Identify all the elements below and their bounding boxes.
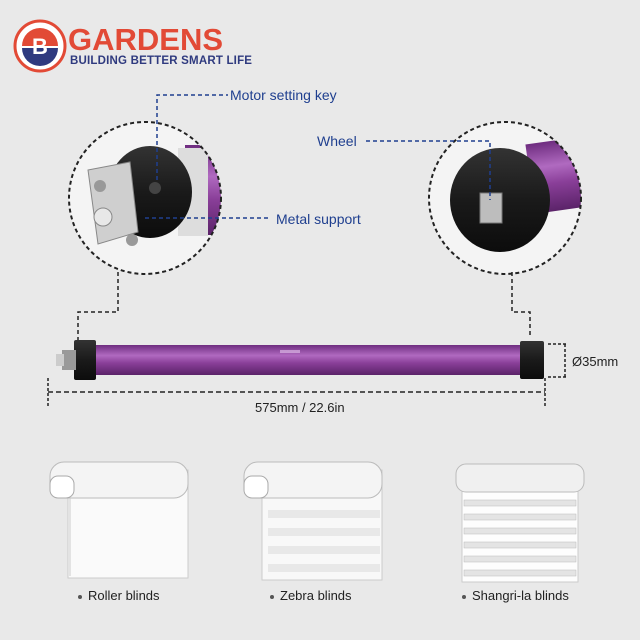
bullet-icon (78, 594, 82, 599)
length-dimension-label: 575mm / 22.6in (255, 400, 345, 415)
brand-name: GARDENS (68, 22, 224, 57)
brand-logo-icon: B (13, 19, 67, 73)
left-connector-line (77, 272, 119, 340)
diameter-dimension-label: Ø35mm (572, 354, 619, 369)
wheel-label: Wheel (317, 133, 357, 149)
roller-blind-image (49, 461, 189, 579)
blind-label-text: Roller blinds (88, 588, 160, 603)
zebra-blind-image (243, 461, 383, 581)
right-connector-line (511, 272, 531, 338)
brand-tagline: BUILDING BETTER SMART LIFE (70, 55, 253, 67)
blind-label-roller: Roller blinds (78, 588, 160, 603)
blind-label-zebra: Zebra blinds (270, 588, 352, 603)
brand-logo: B (12, 18, 272, 73)
wheel-callout-line (366, 140, 491, 200)
blind-label-text: Zebra blinds (280, 588, 352, 603)
blind-label-text: Shangri-la blinds (472, 588, 569, 603)
svg-text:B: B (32, 34, 48, 59)
motor-key-callout-line (156, 94, 228, 180)
motor-setting-key-label: Motor setting key (230, 87, 337, 103)
bullet-icon (270, 594, 274, 599)
metal-support-label: Metal support (276, 211, 361, 227)
shangri-la-blind-image (455, 463, 585, 583)
wheel-detail (428, 121, 582, 275)
motor-head-detail (68, 121, 222, 275)
bullet-icon (462, 594, 466, 599)
blind-label-shangri-la: Shangri-la blinds (462, 588, 569, 603)
tubular-motor (56, 340, 544, 380)
